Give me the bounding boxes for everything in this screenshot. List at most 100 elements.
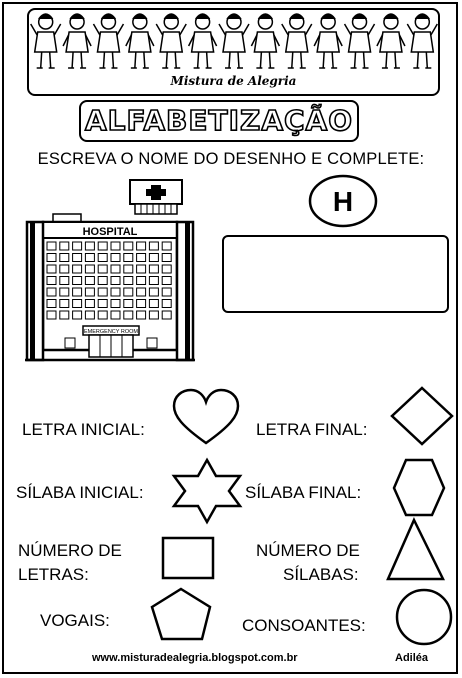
hospital-window <box>59 241 70 251</box>
footer-url[interactable]: www.misturadealegria.blogspot.com.br <box>92 652 298 664</box>
hospital-window <box>123 287 134 297</box>
hospital-window <box>46 241 57 251</box>
hospital-window <box>110 276 121 285</box>
child-figure <box>62 13 92 69</box>
hospital-window <box>84 241 95 251</box>
emergency-room-sign: EMERGENCY ROOM <box>84 329 138 335</box>
hospital-window <box>148 276 159 285</box>
hospital-window <box>123 276 134 285</box>
hospital-window <box>97 253 108 262</box>
hospital-window <box>110 299 121 308</box>
hospital-window <box>84 276 95 285</box>
subject-title: ALFABETIZAÇÃO <box>84 103 354 138</box>
hospital-window <box>59 310 70 320</box>
hospital-window <box>148 287 159 297</box>
hospital-window <box>72 310 83 320</box>
circle-shape[interactable] <box>394 588 454 646</box>
hospital-window <box>123 310 134 320</box>
hospital-sign-text: HOSPITAL <box>83 226 138 238</box>
hospital-window <box>84 287 95 297</box>
hospital-window <box>123 253 134 262</box>
hospital-window <box>161 241 172 251</box>
child-figure <box>376 13 406 69</box>
subject-banner <box>79 100 359 142</box>
hospital-window <box>97 299 108 308</box>
hospital-window <box>110 253 121 262</box>
hospital-window <box>110 264 121 274</box>
silaba-inicial-label: SÍLABA INICIAL: <box>16 483 144 502</box>
hospital-window <box>72 299 83 308</box>
hospital-window <box>59 253 70 262</box>
hospital-window <box>136 276 147 285</box>
hospital-window <box>97 241 108 251</box>
hospital-window <box>97 310 108 320</box>
hospital-window <box>72 253 83 262</box>
hospital-window <box>46 287 57 297</box>
hospital-window <box>148 310 159 320</box>
hospital-window <box>84 253 95 262</box>
instruction-text: ESCREVA O NOME DO DESENHO E COMPLETE: <box>37 150 425 168</box>
hospital-window <box>46 276 57 285</box>
hospital-window <box>136 287 147 297</box>
hospital-window <box>148 299 159 308</box>
star-of-david-shape[interactable] <box>170 457 244 525</box>
child-figure <box>92 13 125 69</box>
child-figure <box>187 13 218 69</box>
hospital-window <box>136 253 147 262</box>
pentagon-shape[interactable] <box>150 587 212 641</box>
hospital-window <box>110 241 121 251</box>
hospital-illustration: HOSPITAL EMERGENCY ROOM <box>25 179 195 362</box>
letra-inicial-label: LETRA INICIAL: <box>22 420 145 439</box>
triangle-shape[interactable] <box>386 517 446 582</box>
hospital-window <box>148 264 159 274</box>
child-figure <box>30 13 62 69</box>
hospital-window <box>46 310 57 320</box>
hospital-window <box>110 287 121 297</box>
hospital-window <box>123 241 134 251</box>
child-figure <box>125 13 155 69</box>
hospital-window <box>84 299 95 308</box>
page-border <box>2 2 458 674</box>
numero-de-letras-label-2: LETRAS: <box>18 565 89 584</box>
child-figure <box>155 13 187 69</box>
hospital-window <box>136 299 147 308</box>
child-figure <box>250 13 281 69</box>
hospital-window <box>97 287 108 297</box>
hospital-window <box>72 276 83 285</box>
hospital-window <box>148 241 159 251</box>
hospital-window <box>59 299 70 308</box>
hospital-window <box>123 264 134 274</box>
children-illustration <box>30 13 438 69</box>
hospital-window <box>161 310 172 320</box>
hospital-window <box>97 276 108 285</box>
hospital-window <box>136 241 147 251</box>
answer-box[interactable] <box>222 235 449 313</box>
consoantes-label: CONSOANTES: <box>242 616 366 635</box>
hospital-window <box>46 264 57 274</box>
initial-letter-circle: H <box>308 174 378 228</box>
child-figure <box>281 13 313 69</box>
numero-de-letras-label-1: NÚMERO DE <box>18 541 122 560</box>
header-banner <box>27 8 440 96</box>
hospital-window <box>136 310 147 320</box>
letra-final-label: LETRA FINAL: <box>256 420 368 439</box>
hospital-window <box>148 253 159 262</box>
hospital-window <box>59 287 70 297</box>
hexagon-shape[interactable] <box>392 458 446 518</box>
vogais-label: VOGAIS: <box>40 611 110 630</box>
initial-letter: H <box>333 186 353 217</box>
numero-de-silabas-label-1: NÚMERO DE <box>256 541 360 560</box>
square-shape[interactable] <box>161 536 215 580</box>
hospital-window <box>59 264 70 274</box>
brand-title: Mistura de Alegria <box>170 74 297 88</box>
diamond-shape[interactable] <box>390 386 454 446</box>
hospital-window <box>72 241 83 251</box>
hospital-window <box>97 264 108 274</box>
hospital-window <box>136 264 147 274</box>
hospital-window <box>84 310 95 320</box>
heart-shape[interactable] <box>172 388 240 446</box>
hospital-window <box>72 287 83 297</box>
hospital-window <box>161 253 172 262</box>
numero-de-silabas-label-2: SÍLABAS: <box>283 565 359 584</box>
hospital-window <box>161 287 172 297</box>
